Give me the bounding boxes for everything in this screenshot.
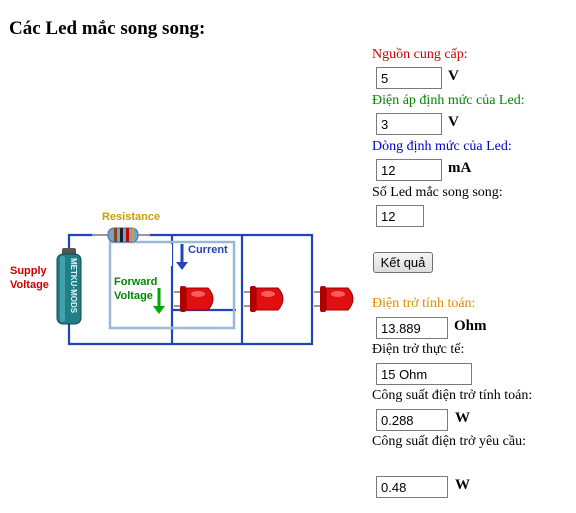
rated-current-input[interactable] [376,159,442,181]
rated-voltage-label: Điện áp định mức của Led: [372,93,525,108]
calc-power-unit: W [455,410,470,426]
supply-label: Nguồn cung cấp: [372,47,468,62]
battery-brand-text: METKU·MODS [69,258,78,314]
supply-label-1: Supply [10,265,48,277]
led-icon [314,286,354,312]
supply-input[interactable] [376,67,442,89]
led-icon [244,286,284,312]
resistor-icon [92,227,150,243]
led-icon [174,286,214,312]
current-arrow-icon [176,244,188,270]
current-label: Current [188,244,228,256]
calc-resistance-unit: Ohm [454,318,487,334]
page-title: Các Led mắc song song: [9,18,206,39]
calc-power-label: Công suất điện trở tính toán: [372,388,533,403]
box-gap [112,244,172,266]
calc-resistance-label: Điện trở tính toán: [372,296,476,311]
calc-power-output[interactable] [376,409,448,431]
forward-label-2: Voltage [114,290,153,302]
supply-unit: V [448,68,459,84]
led-count-input[interactable] [376,205,424,227]
forward-voltage-box [108,240,236,330]
forward-label-1: Forward [114,276,157,288]
rated-voltage-unit: V [448,114,459,130]
calc-resistance-output[interactable] [376,317,448,339]
rated-current-label: Dòng định mức của Led: [372,139,512,154]
rated-voltage-input[interactable] [376,113,442,135]
led-parallel-circuit-diagram: Resistance METKU·MODS Supply Voltage Cur… [10,211,354,346]
required-power-label: Công suất điện trở yêu cầu: [372,434,526,449]
battery-icon: METKU·MODS [56,248,82,325]
forward-voltage-arrow-icon [153,288,165,314]
rated-current-unit: mA [448,160,472,176]
actual-resistance-output[interactable] [376,363,472,385]
calculate-button[interactable]: Kết quả [373,252,433,273]
led-count-label: Số Led mắc song song: [372,185,503,200]
supply-label-2: Voltage [10,279,49,291]
resistance-label: Resistance [102,211,160,223]
required-power-unit: W [455,477,470,493]
actual-resistance-label: Điện trở thực tế: [372,342,465,357]
required-power-output[interactable] [376,476,448,498]
